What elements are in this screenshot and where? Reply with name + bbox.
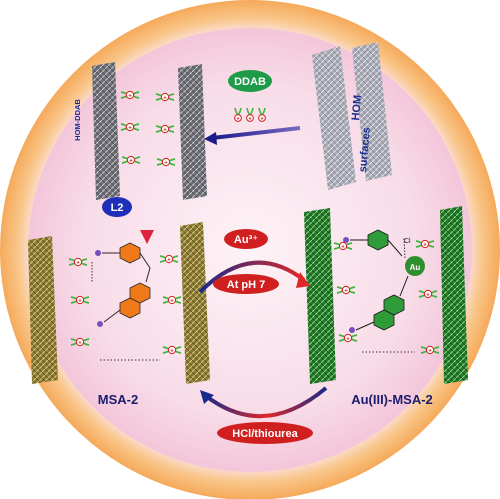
- arrow-to-hom-ddab: [204, 126, 301, 145]
- return-arrow: [200, 386, 328, 419]
- hom-surfaces-group: [312, 42, 392, 190]
- hom-ddab-wall-right: [178, 64, 207, 200]
- au-msa2-wall-left: [304, 208, 336, 384]
- au-msa2-wall-right: [440, 206, 468, 384]
- chloride-label: Cl: [404, 238, 411, 245]
- ph7-badge: [213, 274, 279, 294]
- arrow-l2-down: [140, 182, 154, 244]
- au3-badge: [224, 229, 268, 249]
- ph7-label: At pH 7: [227, 279, 266, 291]
- complexed-dye-molecule: [343, 229, 415, 353]
- ddab-label: DDAB: [234, 76, 266, 88]
- gold-ion-icon: [405, 256, 425, 276]
- au3-label: Au³⁺: [234, 234, 258, 246]
- au-ion-label: Au: [410, 263, 421, 272]
- hom-ddab-label: HOM-DDAB: [73, 99, 82, 141]
- hom-surface-wall-1: [312, 46, 356, 190]
- au-msa2-label: Au(III)-MSA-2: [351, 392, 433, 407]
- inner-disc: [28, 28, 472, 472]
- ddab-badge: [228, 70, 272, 92]
- hom-label: HOM: [350, 94, 364, 121]
- forward-arrow: [198, 260, 310, 294]
- l2-label: L2: [111, 202, 124, 214]
- l2-badge: [102, 197, 132, 217]
- msa2-group: [28, 222, 210, 384]
- au-msa2-group: Au Cl: [304, 206, 468, 384]
- l2-dye-molecule: [91, 242, 160, 361]
- msa2-wall-left: [28, 236, 58, 384]
- hom-ddab-group: [92, 62, 207, 200]
- surfaces-label: surfaces: [357, 127, 373, 173]
- hcl-thiourea-label: HCl/thiourea: [232, 428, 298, 440]
- msa2-label: MSA-2: [98, 392, 138, 407]
- msa2-wall-right: [180, 222, 210, 384]
- hcl-thiourea-badge: [217, 422, 313, 444]
- hom-surface-wall-2: [352, 42, 392, 181]
- hom-ddab-wall-left: [92, 62, 120, 200]
